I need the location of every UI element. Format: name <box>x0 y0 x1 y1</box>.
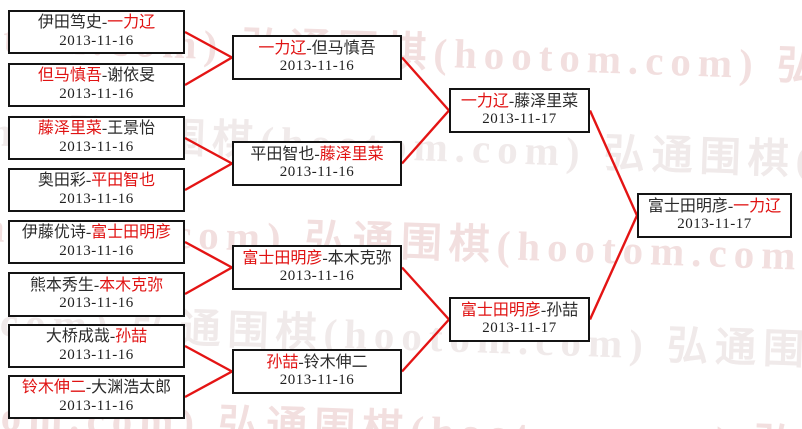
match-date: 2013-11-17 <box>482 111 557 128</box>
match-box-r1-8: 铃木伸二-大渊浩太郎 2013-11-16 <box>8 375 185 419</box>
vs-dash: - <box>85 224 92 242</box>
player-name: 大桥成哉 <box>45 328 110 346</box>
match-players: 铃木伸二-大渊浩太郎 <box>22 379 171 397</box>
player-name: 富士田明彦 <box>91 224 172 242</box>
player-name: 平田智也 <box>250 145 315 163</box>
vs-dash: - <box>101 120 108 138</box>
player-name: 谢依旻 <box>107 67 156 85</box>
vs-dash: - <box>93 276 100 294</box>
vs-dash: - <box>85 172 92 190</box>
player-name: 孙喆 <box>266 353 299 371</box>
match-box-r2-1: 一力辽-但马慎吾 2013-11-16 <box>232 35 402 80</box>
vs-dash: - <box>85 379 92 397</box>
match-players: 孙喆-铃木伸二 <box>266 354 367 372</box>
player-name: 藤泽里菜 <box>514 92 579 110</box>
vs-dash: - <box>101 67 108 85</box>
match-date: 2013-11-16 <box>279 372 355 389</box>
match-date: 2013-11-16 <box>59 295 134 312</box>
match-players: 富士田明彦-孙喆 <box>461 302 578 320</box>
match-date: 2013-11-16 <box>59 32 134 49</box>
match-date: 2013-11-16 <box>59 85 134 102</box>
match-players: 伊藤优诗-富士田明彦 <box>22 224 171 242</box>
player-name: 一力辽 <box>258 39 307 57</box>
player-name: 孙喆 <box>115 328 148 346</box>
match-box-sf-1: 一力辽-藤泽里菜 2013-11-17 <box>449 88 590 133</box>
match-players: 富士田明彦-一力辽 <box>648 198 781 216</box>
player-name: 藤泽里菜 <box>319 145 384 163</box>
vs-dash: - <box>322 249 328 267</box>
match-box-r1-6: 熊本秀生-本木克弥 2013-11-16 <box>8 272 185 317</box>
match-date: 2013-11-16 <box>59 242 134 259</box>
player-name: 孙喆 <box>546 301 579 319</box>
match-date: 2013-11-17 <box>482 320 557 337</box>
match-date: 2013-11-16 <box>59 346 134 363</box>
match-date: 2013-11-16 <box>59 397 134 414</box>
player-name: 伊藤优诗 <box>21 224 86 242</box>
match-date: 2013-11-16 <box>59 190 134 207</box>
vs-dash: - <box>101 14 108 32</box>
vs-dash: - <box>727 197 734 215</box>
match-players: 但马慎吾-谢依旻 <box>38 67 155 85</box>
match-box-r1-4: 奥田彩-平田智也 2013-11-16 <box>8 168 185 212</box>
player-name: 但马慎吾 <box>37 67 102 85</box>
player-name: 平田智也 <box>91 172 156 190</box>
match-players: 一力辽-但马慎吾 <box>258 40 375 58</box>
match-players: 平田智也-藤泽里菜 <box>250 146 383 164</box>
match-players: 富士田明彦-本木克弥 <box>242 250 391 268</box>
player-name: 富士田明彦 <box>460 301 541 319</box>
player-name: 本木克弥 <box>327 249 392 267</box>
match-box-final: 富士田明彦-一力辽 2013-11-17 <box>637 193 792 238</box>
match-players: 熊本秀生-本木克弥 <box>30 277 163 295</box>
player-name: 奥田彩 <box>37 172 86 190</box>
player-name: 王景怡 <box>107 120 156 138</box>
match-box-r2-4: 孙喆-铃木伸二 2013-11-16 <box>232 349 402 394</box>
vs-dash: - <box>540 301 547 319</box>
player-name: 藤泽里菜 <box>37 120 102 138</box>
match-box-r1-2: 但马慎吾-谢依旻 2013-11-16 <box>8 63 185 107</box>
player-name: 富士田明彦 <box>242 249 323 267</box>
player-name: 一力辽 <box>460 92 509 110</box>
match-date: 2013-11-16 <box>59 138 134 155</box>
match-players: 大桥成哉-孙喆 <box>46 328 147 346</box>
player-name: 熊本秀生 <box>29 276 94 294</box>
match-date: 2013-11-16 <box>279 268 355 285</box>
vs-dash: - <box>109 328 116 346</box>
match-box-r2-2: 平田智也-藤泽里菜 2013-11-16 <box>232 141 402 186</box>
vs-dash: - <box>306 39 312 57</box>
match-players: 奥田彩-平田智也 <box>38 172 155 190</box>
match-box-r1-5: 伊藤优诗-富士田明彦 2013-11-16 <box>8 220 185 264</box>
vs-dash: - <box>508 92 515 110</box>
player-name: 铃木伸二 <box>21 379 86 397</box>
match-players: 伊田笃史-一力辽 <box>38 14 155 32</box>
match-date: 2013-11-16 <box>279 58 355 75</box>
player-name: 铃木伸二 <box>303 353 368 371</box>
match-players: 藤泽里菜-王景怡 <box>38 120 155 138</box>
player-name: 富士田明彦 <box>647 197 728 215</box>
match-box-r1-7: 大桥成哉-孙喆 2013-11-16 <box>8 324 185 368</box>
match-box-r2-3: 富士田明彦-本木克弥 2013-11-16 <box>232 245 402 290</box>
player-name: 伊田笃史 <box>37 14 102 32</box>
match-box-r1-3: 藤泽里菜-王景怡 2013-11-16 <box>8 116 185 160</box>
match-players: 一力辽-藤泽里菜 <box>461 93 578 111</box>
vs-dash: - <box>298 353 304 371</box>
player-name: 但马慎吾 <box>311 39 376 57</box>
player-name: 本木克弥 <box>99 276 164 294</box>
match-date: 2013-11-16 <box>279 164 355 181</box>
match-date: 2013-11-17 <box>677 216 752 233</box>
player-name: 一力辽 <box>107 14 156 32</box>
player-name: 一力辽 <box>733 197 782 215</box>
match-box-sf-2: 富士田明彦-孙喆 2013-11-17 <box>449 297 590 342</box>
player-name: 大渊浩太郎 <box>91 379 172 397</box>
vs-dash: - <box>314 145 320 163</box>
match-box-r1-1: 伊田笃史-一力辽 2013-11-16 <box>8 10 185 54</box>
